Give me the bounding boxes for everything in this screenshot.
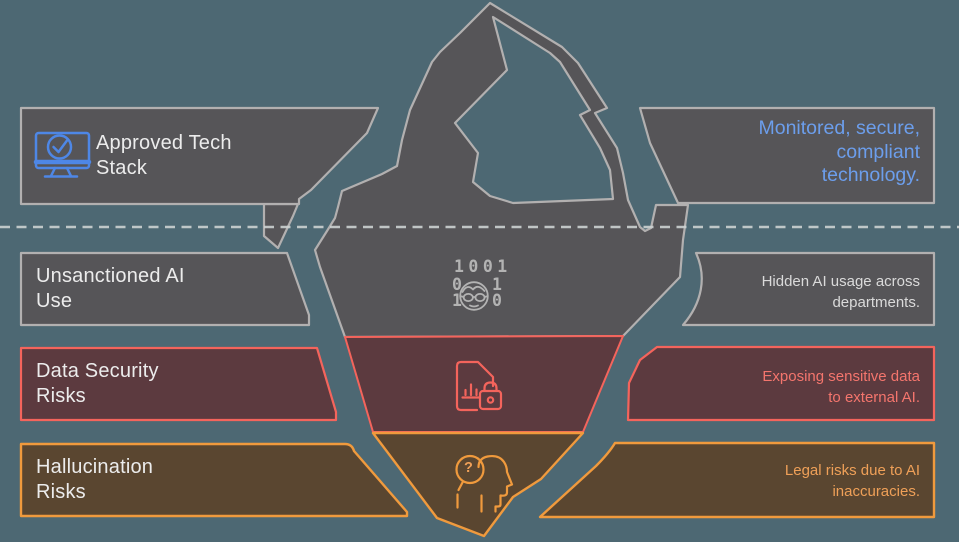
data-security-desc-line2: to external AI. bbox=[828, 389, 920, 406]
hallucination-desc-line2: inaccuracies. bbox=[832, 483, 920, 500]
approved-tech-label: Approved Tech Stack bbox=[96, 131, 232, 180]
unsanctioned-ai-desc-line2: departments. bbox=[832, 294, 920, 311]
binary-digit-mid-left: 0 bbox=[452, 275, 462, 294]
data-security-label-line2: Risks bbox=[36, 384, 86, 407]
document-lock-icon bbox=[455, 360, 503, 412]
unsanctioned-ai-desc-line1: Hidden AI usage across bbox=[761, 273, 920, 290]
binary-digit-mid-right: 1 bbox=[492, 275, 502, 294]
label-box-data-security bbox=[19, 346, 338, 422]
unsanctioned-ai-desc: Hidden AI usage across departments. bbox=[762, 271, 920, 313]
desc-box-approved-tech bbox=[638, 106, 936, 205]
binary-digits-top: 1001 bbox=[454, 257, 512, 276]
binary-digit-bottom-right: 0 bbox=[492, 291, 502, 310]
label-box-approved-tech bbox=[19, 106, 380, 206]
unsanctioned-ai-label-line2: Use bbox=[36, 289, 73, 312]
data-security-desc: Exposing sensitive data to external AI. bbox=[762, 366, 920, 408]
red-band bbox=[344, 335, 624, 433]
monitor-check-icon bbox=[33, 131, 92, 178]
head-question-icon bbox=[455, 454, 514, 513]
data-security-label: Data Security Risks bbox=[36, 359, 159, 408]
hallucination-desc: Legal risks due to AI inaccuracies. bbox=[785, 460, 920, 502]
unsanctioned-ai-label: Unsanctioned AI Use bbox=[36, 264, 185, 313]
hallucination-label-line1: Hallucination bbox=[36, 456, 154, 478]
hallucination-label: Hallucination Risks bbox=[36, 455, 153, 504]
approved-tech-desc: Monitored, secure, compliant technology. bbox=[759, 117, 921, 188]
label-box-hallucination bbox=[19, 442, 409, 518]
label-box-unsanctioned-ai bbox=[19, 251, 311, 327]
binary-digit-bottom-left: 1 bbox=[452, 291, 462, 310]
approved-tech-label-line1: Approved Tech bbox=[96, 132, 232, 154]
approved-tech-desc-line2: compliant bbox=[836, 140, 920, 163]
question-mark-glyph: ? bbox=[464, 460, 473, 476]
desc-box-data-security bbox=[626, 345, 936, 422]
hallucination-desc-line1: Legal risks due to AI bbox=[784, 462, 920, 479]
desc-box-hallucination bbox=[538, 441, 936, 519]
approved-tech-desc-line1: Monitored, secure, bbox=[758, 117, 921, 139]
desc-box-unsanctioned-ai bbox=[681, 251, 936, 327]
data-security-desc-line1: Exposing sensitive data bbox=[762, 368, 920, 385]
data-security-label-line1: Data Security bbox=[36, 360, 159, 382]
approved-tech-label-line2: Stack bbox=[96, 156, 148, 179]
approved-tech-desc-line3: technology. bbox=[821, 164, 920, 186]
binary-face-icon bbox=[459, 281, 489, 311]
iceberg-facet bbox=[453, 15, 615, 205]
hallucination-label-line2: Risks bbox=[36, 480, 86, 503]
unsanctioned-ai-label-line1: Unsanctioned AI bbox=[36, 265, 185, 287]
orange-funnel bbox=[371, 431, 585, 538]
